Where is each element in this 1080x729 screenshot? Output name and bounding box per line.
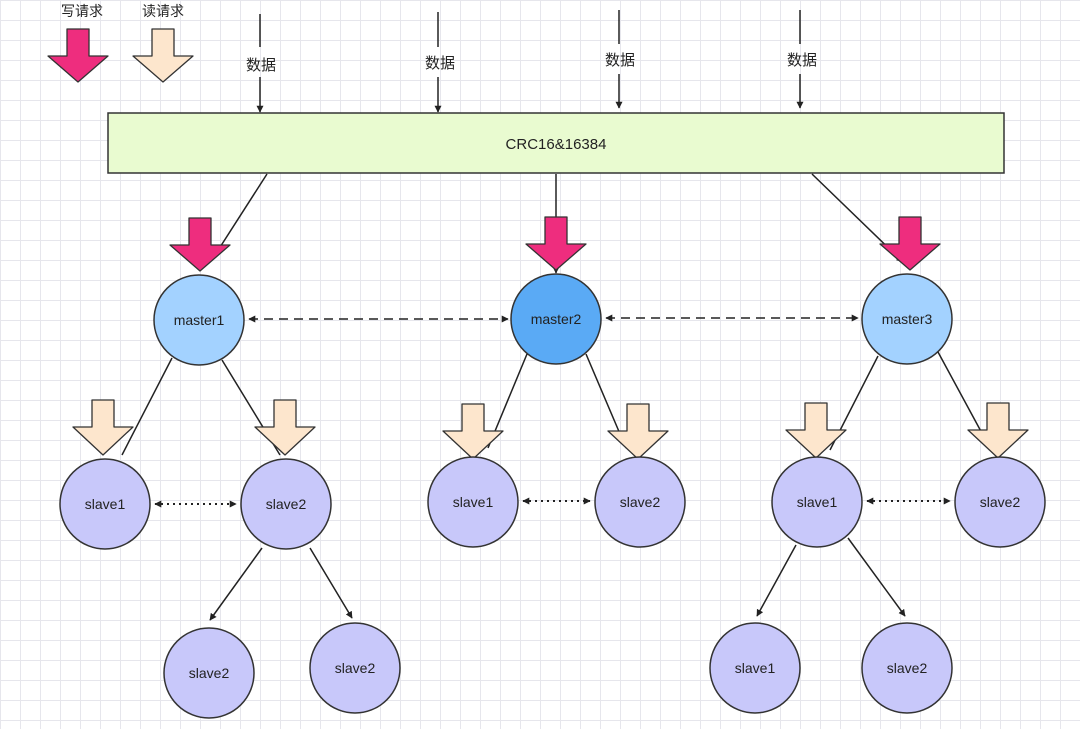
data-label-1: 数据 — [246, 57, 276, 74]
read-request-arrow-icon — [785, 402, 847, 459]
data-input-arrows — [256, 10, 804, 113]
slave-node — [709, 622, 801, 714]
write-request-arrow-icon — [525, 216, 587, 271]
slave-node — [163, 627, 255, 719]
read-request-legend-arrow-icon — [132, 28, 194, 83]
master1-node — [153, 274, 245, 366]
slave-label: slave1 — [453, 494, 494, 510]
slave-label: slave2 — [980, 494, 1021, 510]
slave-node — [954, 456, 1046, 548]
data-label-4: 数据 — [787, 52, 817, 69]
data-label-2: 数据 — [425, 55, 455, 72]
slave-label: slave2 — [887, 660, 928, 676]
master3-label: master3 — [882, 311, 933, 327]
master2-label: master2 — [531, 311, 582, 327]
read-request-arrow-icon — [967, 402, 1029, 459]
slave-label: slave2 — [620, 494, 661, 510]
slave-node — [240, 458, 332, 550]
slave-label: slave1 — [735, 660, 776, 676]
hash-slot-router-box — [107, 112, 1005, 174]
read-request-arrow-icon — [442, 403, 504, 460]
write-request-arrow-icon — [879, 216, 941, 271]
write-request-legend-label: 写请求 — [61, 3, 103, 19]
slave-label: slave1 — [797, 494, 838, 510]
master3-node — [861, 273, 953, 365]
slave-node — [771, 456, 863, 548]
slave-node — [861, 622, 953, 714]
slave-node — [59, 458, 151, 550]
slave-label: slave2 — [335, 660, 376, 676]
slave-label: slave1 — [85, 496, 126, 512]
read-request-legend-label: 读请求 — [142, 3, 184, 19]
slave-node — [594, 456, 686, 548]
write-request-arrow-icon — [169, 217, 231, 272]
write-request-legend-arrow-icon — [47, 28, 109, 83]
read-request-arrow-icon — [607, 403, 669, 460]
slave-node — [309, 622, 401, 714]
hash-slot-router-label: CRC16&16384 — [506, 136, 607, 153]
slave-node — [427, 456, 519, 548]
read-request-arrow-icon — [72, 399, 134, 456]
slave-label: slave2 — [266, 496, 307, 512]
data-label-3: 数据 — [605, 52, 635, 69]
master2-node — [510, 273, 602, 365]
slave-label: slave2 — [189, 665, 230, 681]
read-request-arrow-icon — [254, 399, 316, 456]
master1-label: master1 — [174, 312, 225, 328]
master-interconnect-links — [248, 314, 859, 323]
